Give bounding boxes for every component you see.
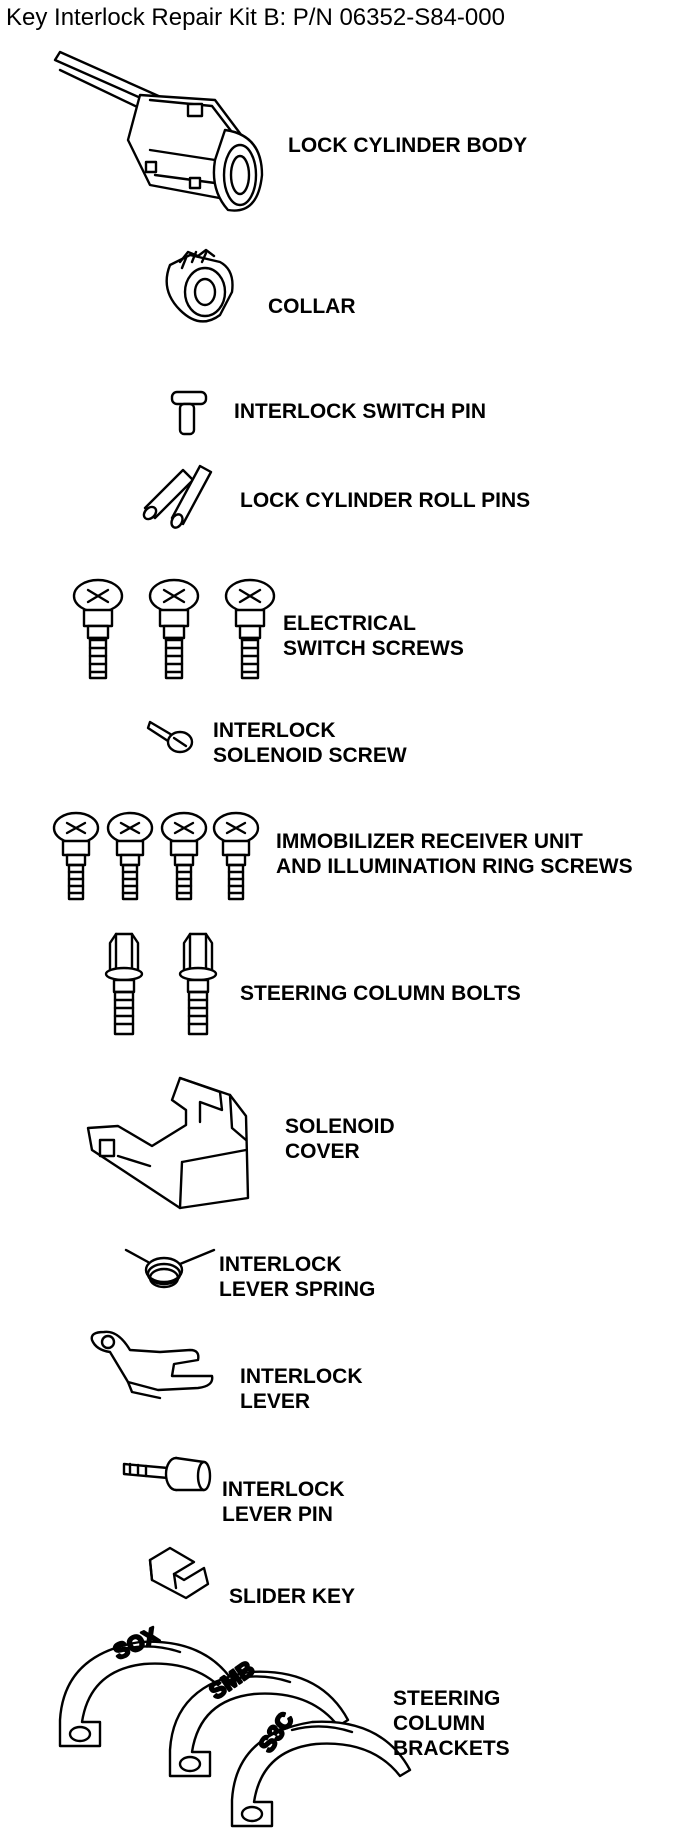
lock-cylinder-body-drawing	[53, 50, 264, 212]
electrical-switch-screws-drawing	[72, 578, 276, 680]
interlock-lever-pin-drawing	[122, 1456, 212, 1492]
label-interlock-lever-pin: INTERLOCK LEVER PIN	[222, 1478, 345, 1526]
collar-drawing	[165, 248, 234, 323]
slider-key-drawing	[148, 1546, 210, 1600]
page-title: Key Interlock Repair Kit B: P/N 06352-S8…	[6, 4, 505, 31]
steering-column-brackets-drawing: SOX SMB S3C	[58, 1621, 412, 1828]
label-immobilizer-screws: IMMOBILIZER RECEIVER UNIT AND ILLUMINATI…	[276, 830, 633, 878]
label-collar: COLLAR	[268, 295, 356, 318]
label-interlock-lever-spring: INTERLOCK LEVER SPRING	[219, 1253, 376, 1301]
label-interlock-lever: INTERLOCK LEVER	[240, 1365, 363, 1413]
interlock-solenoid-screw-drawing	[146, 720, 194, 754]
label-solenoid-cover: SOLENOID COVER	[285, 1115, 395, 1163]
interlock-lever-drawing	[90, 1330, 214, 1400]
interlock-lever-spring-drawing	[124, 1248, 216, 1289]
immobilizer-screws-drawing	[52, 811, 260, 901]
interlock-switch-pin-drawing	[170, 390, 208, 436]
label-interlock-solenoid-screw: INTERLOCK SOLENOID SCREW	[213, 719, 407, 767]
label-lock-cylinder-roll-pins: LOCK CYLINDER ROLL PINS	[240, 489, 531, 512]
label-electrical-switch-screws: ELECTRICAL SWITCH SCREWS	[283, 612, 464, 660]
label-interlock-switch-pin: INTERLOCK SWITCH PIN	[234, 400, 486, 423]
label-steering-column-brackets: STEERING COLUMN BRACKETS	[393, 1687, 510, 1760]
solenoid-cover-drawing	[86, 1076, 250, 1210]
label-steering-column-bolts: STEERING COLUMN BOLTS	[240, 982, 521, 1005]
label-lock-cylinder-body: LOCK CYLINDER BODY	[288, 134, 528, 157]
steering-column-bolts-drawing	[104, 932, 218, 1036]
lock-cylinder-roll-pins-drawing	[142, 464, 213, 529]
label-slider-key: SLIDER KEY	[229, 1585, 356, 1608]
